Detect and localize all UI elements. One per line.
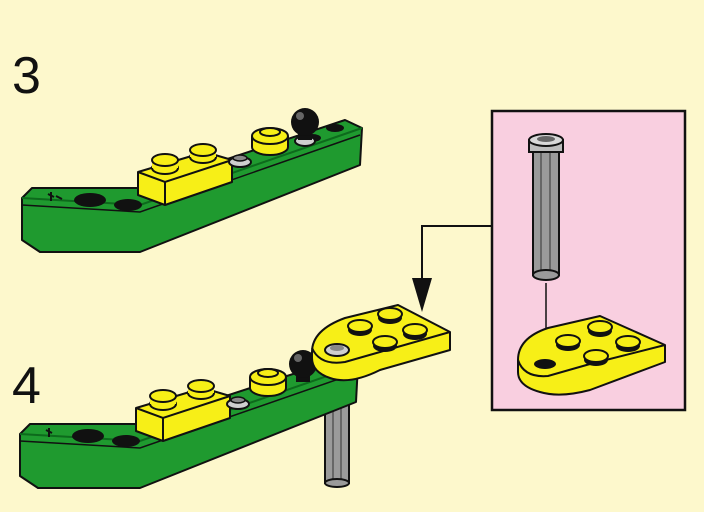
step4-model — [19, 304, 451, 489]
callout-box — [490, 109, 687, 412]
yellow-rounded-plate-icon — [517, 315, 666, 396]
gray-pin-icon — [228, 154, 252, 168]
pointer-arrow-icon — [412, 225, 492, 312]
black-ball-joint-icon — [289, 350, 317, 382]
yellow-round-plate-icon — [251, 127, 289, 156]
gray-pin-icon — [226, 396, 250, 410]
step3-model — [21, 108, 363, 253]
yellow-rounded-plate-icon — [311, 304, 451, 382]
yellow-brick-icon — [137, 143, 233, 206]
yellow-round-plate-icon — [249, 368, 287, 397]
yellow-brick-icon — [135, 379, 231, 442]
gray-axle-icon — [528, 133, 564, 281]
gray-axle-icon — [324, 404, 350, 488]
black-ball-joint-icon — [291, 108, 319, 147]
step-number-3: 3 — [12, 47, 41, 105]
step-number-4: 4 — [12, 357, 41, 415]
